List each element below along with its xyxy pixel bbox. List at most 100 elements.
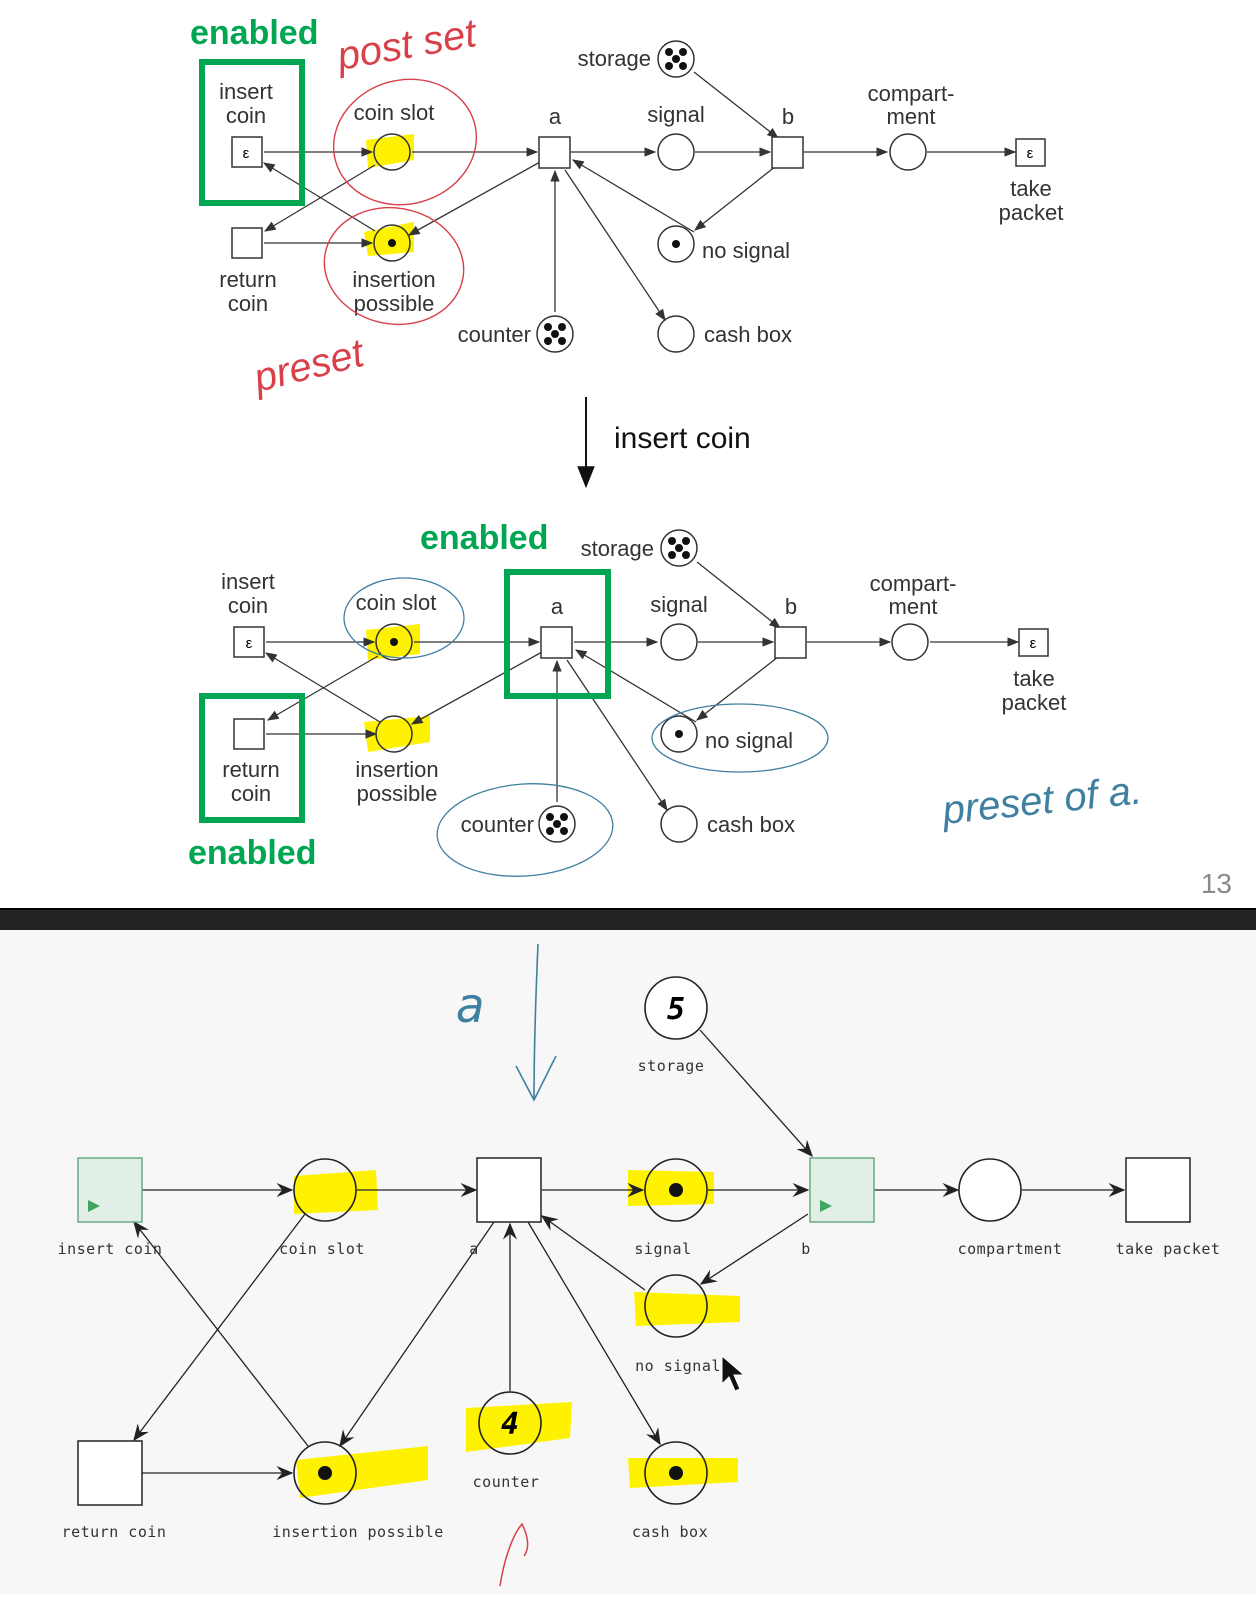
label-cash-box: cash box bbox=[707, 812, 795, 837]
petri-net-editor-canvas[interactable]: 5 4 insert coin coin slot a signal b com… bbox=[0, 930, 1256, 1594]
label-signal: signal bbox=[650, 592, 707, 617]
handwritten-post-set: post set bbox=[333, 11, 481, 79]
label-insert-coin-2: coin bbox=[226, 103, 266, 128]
tool-label-counter: counter bbox=[473, 1473, 540, 1491]
tool-label-compartment: compartment bbox=[958, 1240, 1063, 1258]
counter-token-count: 4 bbox=[501, 1407, 519, 1442]
label-compartment-1: compart- bbox=[870, 571, 957, 596]
tool-label-insertion-possible: insertion possible bbox=[272, 1523, 444, 1541]
label-return-coin-1: return bbox=[222, 757, 279, 782]
highlight bbox=[364, 222, 414, 256]
screen-divider bbox=[0, 908, 1256, 932]
label-coin-slot: coin slot bbox=[354, 100, 435, 125]
tool-transition-return-coin bbox=[77, 1440, 143, 1506]
tool-place-no-signal bbox=[644, 1274, 708, 1338]
epsilon-label: ε bbox=[1027, 145, 1034, 162]
label-return-coin-2: coin bbox=[228, 291, 268, 316]
net-before: ε ε insert coin coin slot a signal bbox=[190, 11, 1063, 401]
label-insertion-possible-1: insertion bbox=[352, 267, 435, 292]
token bbox=[672, 240, 680, 248]
tool-transition-b bbox=[809, 1157, 875, 1223]
place-compartment bbox=[889, 133, 927, 171]
tool-place-cash-box bbox=[644, 1441, 708, 1505]
token bbox=[388, 239, 396, 247]
red-ink-annotations bbox=[323, 78, 478, 326]
label-b: b bbox=[782, 104, 794, 129]
place-insertion-possible bbox=[373, 224, 411, 262]
label-insertion-possible-1: insertion bbox=[355, 757, 438, 782]
handwritten-preset-of-a: preset of a. bbox=[939, 768, 1144, 833]
net-after: ε ε insert coin coin slot a signal b com… bbox=[188, 519, 1144, 877]
tool-label-return-coin: return coin bbox=[62, 1523, 167, 1541]
page-number: 13 bbox=[1201, 868, 1232, 899]
enabled-label: enabled bbox=[188, 834, 316, 872]
label-insertion-possible-2: possible bbox=[357, 781, 438, 806]
tool-transition-a bbox=[476, 1157, 542, 1223]
fire-play-icon bbox=[820, 1200, 832, 1212]
label-no-signal: no signal bbox=[705, 728, 793, 753]
tool-label-coin-slot: coin slot bbox=[279, 1240, 365, 1258]
epsilon-label: ε bbox=[246, 635, 253, 652]
enabled-label: enabled bbox=[420, 519, 548, 557]
tool-place-insertion-possible bbox=[293, 1441, 357, 1505]
tool-label-cash-box: cash box bbox=[632, 1523, 708, 1541]
label-storage: storage bbox=[578, 46, 651, 71]
tool-label-signal: signal bbox=[634, 1240, 691, 1258]
tool-label-storage: storage bbox=[638, 1057, 705, 1075]
storage-tokens bbox=[665, 48, 687, 70]
label-no-signal: no signal bbox=[702, 238, 790, 263]
label-cash-box: cash box bbox=[704, 322, 792, 347]
tool-label-take-packet: take packet bbox=[1116, 1240, 1221, 1258]
label-compartment-1: compart- bbox=[868, 81, 955, 106]
place-cash-box bbox=[657, 315, 695, 353]
transition-b bbox=[771, 136, 804, 169]
place-counter bbox=[536, 315, 574, 353]
handwritten-a: a bbox=[456, 978, 485, 1034]
label-compartment-2: ment bbox=[889, 594, 938, 619]
handwritten-preset: preset bbox=[249, 331, 370, 401]
label-return-coin-2: coin bbox=[231, 781, 271, 806]
tool-place-counter bbox=[478, 1391, 542, 1455]
label-counter: counter bbox=[458, 322, 531, 347]
storage-token-count: 5 bbox=[667, 992, 685, 1027]
enabled-label: enabled bbox=[190, 14, 318, 52]
tool-place-coin-slot bbox=[293, 1158, 357, 1222]
transition-return-coin bbox=[231, 227, 263, 259]
label-insertion-possible-2: possible bbox=[354, 291, 435, 316]
lecture-slide: ε ε insert coin coin slot a signal bbox=[188, 10, 1232, 899]
tool-transition-insert-coin bbox=[77, 1157, 143, 1223]
tool-label-b: b bbox=[801, 1240, 811, 1258]
label-take-packet-2: packet bbox=[1002, 690, 1067, 715]
epsilon-label: ε bbox=[1030, 635, 1037, 652]
enabled-highlight-box-return-coin bbox=[199, 693, 305, 823]
label-return-coin-1: return bbox=[219, 267, 276, 292]
place-signal bbox=[657, 133, 695, 171]
tool-label-a: a bbox=[469, 1240, 479, 1258]
fire-play-icon bbox=[88, 1200, 100, 1212]
tool-label-insert-coin: insert coin bbox=[58, 1240, 163, 1258]
place-coin-slot bbox=[373, 133, 411, 171]
red-ink-mark bbox=[499, 1522, 529, 1587]
place-storage bbox=[657, 40, 695, 78]
label-insert-coin-2: coin bbox=[228, 593, 268, 618]
handwritten-arrow bbox=[515, 943, 557, 1102]
tool-place-signal bbox=[644, 1158, 708, 1222]
transition-a bbox=[538, 136, 571, 169]
label-a: a bbox=[551, 594, 564, 619]
enabled-highlight-box bbox=[199, 59, 305, 206]
label-b: b bbox=[785, 594, 797, 619]
place-no-signal bbox=[657, 225, 695, 263]
label-a: a bbox=[549, 104, 562, 129]
token bbox=[669, 1466, 683, 1480]
label-take-packet-1: take bbox=[1010, 176, 1052, 201]
blue-ink-annotations bbox=[343, 577, 829, 877]
label-take-packet-2: packet bbox=[999, 200, 1064, 225]
epsilon-label: ε bbox=[243, 145, 250, 162]
label-compartment-2: ment bbox=[887, 104, 936, 129]
counter-tokens bbox=[544, 323, 566, 345]
petri-net-slide-diagram: ε ε insert coin coin slot a signal bbox=[188, 11, 1232, 899]
label-insert-coin-1: insert bbox=[219, 79, 273, 104]
label-take-packet-1: take bbox=[1013, 666, 1055, 691]
token bbox=[318, 1466, 332, 1480]
enabled-highlight-box-a bbox=[504, 569, 611, 699]
